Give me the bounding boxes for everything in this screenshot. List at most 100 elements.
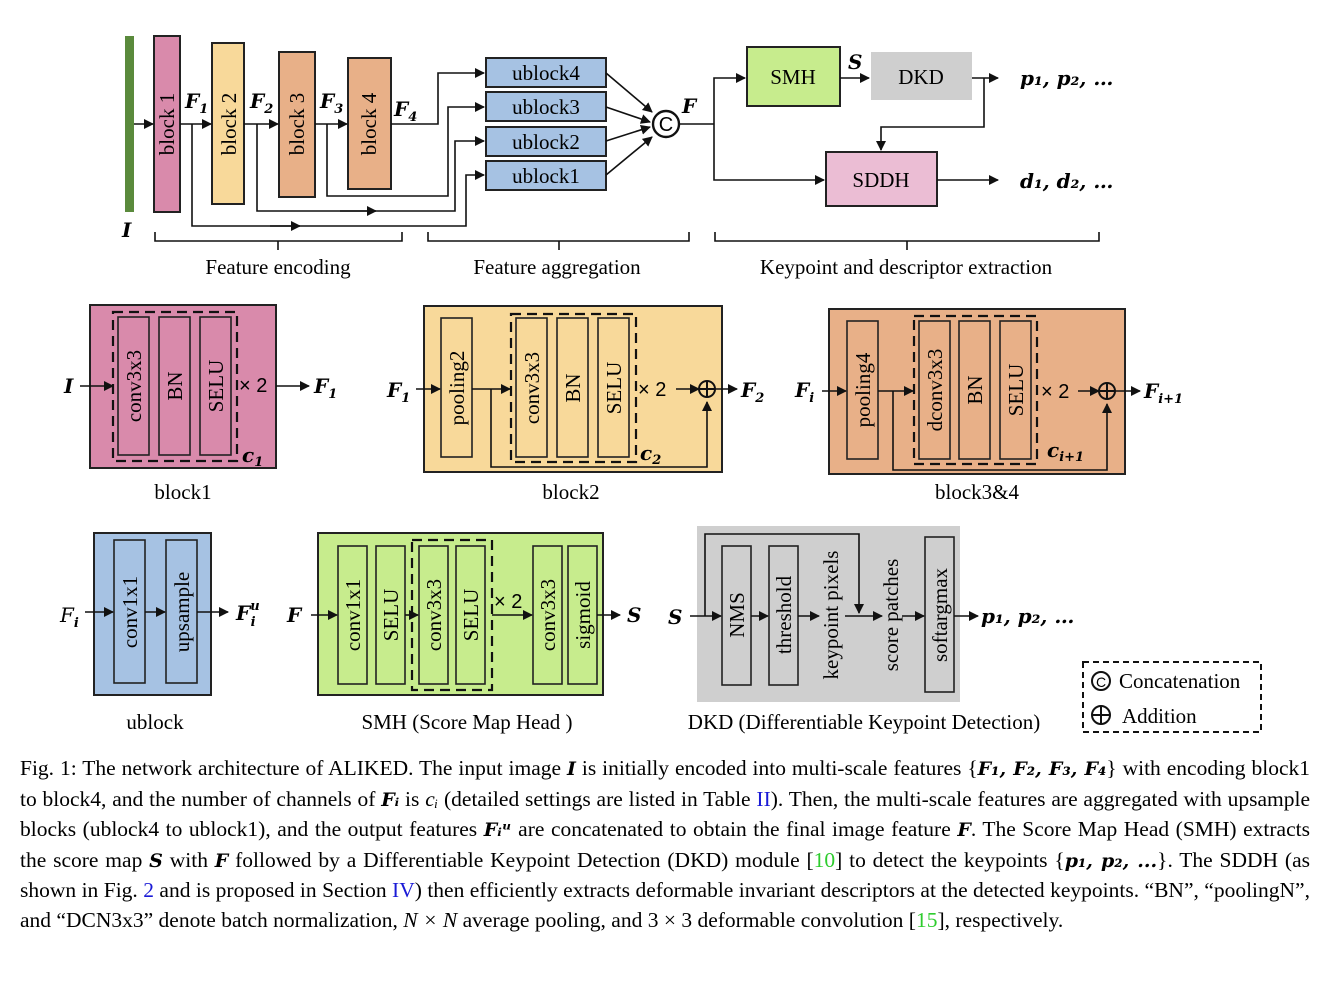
section-label-encoding: Feature encoding bbox=[205, 255, 351, 279]
legend: C Concatenation Addition bbox=[1082, 661, 1262, 733]
keypoints-output: p₁, p₂, … bbox=[1020, 66, 1113, 90]
concat-icon: C bbox=[651, 109, 681, 139]
svg-text:ublock3: ublock3 bbox=[512, 95, 580, 119]
smh-title: SMH (Score Map Head ) bbox=[361, 710, 572, 734]
citation-link-15[interactable]: 15 bbox=[915, 907, 938, 932]
svg-text:BN: BN bbox=[963, 375, 987, 404]
block34-detail: pooling4 dconv3x3 BN SELU × 2 ci+1 Fi Fi… bbox=[794, 308, 1183, 504]
svg-text:pooling4: pooling4 bbox=[851, 352, 875, 427]
svg-text:C: C bbox=[659, 114, 673, 136]
svg-text:× 2: × 2 bbox=[638, 379, 666, 401]
overview: I block 1 block 2 block 3 block 4 F1 F2 … bbox=[121, 35, 1113, 279]
svg-text:SELU: SELU bbox=[1004, 364, 1028, 417]
block34-title: block3&4 bbox=[935, 480, 1019, 504]
svg-text:× 2: × 2 bbox=[1041, 381, 1069, 403]
svg-text:× 2: × 2 bbox=[494, 591, 522, 613]
input-label: I bbox=[121, 218, 132, 242]
brace-extraction bbox=[714, 232, 1100, 250]
svg-text:ublock1: ublock1 bbox=[512, 164, 580, 188]
svg-text:× 2: × 2 bbox=[239, 375, 267, 397]
score-map-label: S bbox=[848, 50, 862, 74]
legend-item-concatenation: C Concatenation bbox=[1091, 669, 1241, 693]
block1-label: block 1 bbox=[155, 93, 179, 155]
svg-text:SMH: SMH bbox=[770, 65, 816, 89]
figure-caption: Fig. 1: The network architecture of ALIK… bbox=[20, 756, 1311, 932]
svg-text:Concatenation: Concatenation bbox=[1119, 669, 1241, 693]
svg-text:SELU: SELU bbox=[602, 362, 626, 415]
svg-text:upsample: upsample bbox=[170, 572, 194, 652]
legend-item-addition: Addition bbox=[1091, 704, 1197, 728]
svg-text:Fi+1: Fi+1 bbox=[1143, 379, 1183, 407]
table-reference-link[interactable]: II bbox=[756, 786, 771, 811]
citation-link-10[interactable]: 10 bbox=[813, 847, 836, 872]
ublock2-node: ublock2 bbox=[485, 126, 607, 157]
figure-label: Fig. 1: bbox=[20, 756, 77, 780]
section-label-aggregation: Feature aggregation bbox=[473, 255, 641, 279]
keypoint-pixels-label: keypoint pixels bbox=[819, 551, 843, 680]
svg-text:S: S bbox=[668, 605, 682, 629]
block2-label: block 2 bbox=[217, 93, 241, 155]
svg-text:p₁, p₂, …: p₁, p₂, … bbox=[981, 604, 1074, 628]
feature-label-f2: F2 bbox=[249, 89, 273, 117]
aggregated-feature-label: F bbox=[681, 94, 698, 118]
block2-box bbox=[211, 42, 245, 205]
svg-text:BN: BN bbox=[561, 373, 585, 402]
svg-text:C: C bbox=[1096, 674, 1106, 690]
svg-text:ci+1: ci+1 bbox=[1047, 438, 1084, 465]
svg-text:conv1x1: conv1x1 bbox=[118, 576, 142, 648]
block1-box bbox=[153, 35, 181, 213]
svg-text:ublock2: ublock2 bbox=[512, 130, 580, 154]
svg-text:NMS: NMS bbox=[725, 592, 749, 638]
addition-icon bbox=[698, 380, 716, 398]
svg-text:F1: F1 bbox=[313, 374, 337, 402]
score-patches-label: score patches bbox=[879, 559, 903, 672]
architecture-diagram: I block 1 block 2 block 3 block 4 F1 F2 … bbox=[59, 35, 1262, 734]
svg-text:conv3x3: conv3x3 bbox=[520, 352, 544, 424]
svg-text:Addition: Addition bbox=[1122, 704, 1197, 728]
svg-text:SELU: SELU bbox=[204, 360, 228, 413]
svg-text:threshold: threshold bbox=[772, 575, 796, 654]
figure-reference-link[interactable]: 2 bbox=[143, 878, 154, 903]
svg-text:ublock4: ublock4 bbox=[512, 61, 580, 85]
block3-box bbox=[278, 51, 316, 198]
svg-text:BN: BN bbox=[163, 371, 187, 400]
svg-text:conv1x1: conv1x1 bbox=[341, 579, 365, 651]
input-image-bar bbox=[125, 36, 134, 212]
feature-label-f1: F1 bbox=[184, 89, 208, 117]
svg-text:SELU: SELU bbox=[459, 589, 483, 642]
svg-text:SELU: SELU bbox=[379, 589, 403, 642]
addition-icon bbox=[1091, 705, 1111, 725]
svg-text:pooling2: pooling2 bbox=[445, 351, 469, 426]
feature-label-f4: F4 bbox=[393, 97, 417, 125]
ublock3-node: ublock3 bbox=[485, 91, 607, 122]
smh-node: SMH bbox=[746, 46, 841, 107]
svg-text:Fui: Fui bbox=[235, 599, 260, 630]
svg-text:conv3x3: conv3x3 bbox=[122, 350, 146, 422]
dkd-node: DKD bbox=[871, 52, 972, 100]
ublock1-node: ublock1 bbox=[485, 160, 607, 191]
block3-label: block 3 bbox=[285, 93, 309, 155]
concat-icon bbox=[1091, 671, 1111, 691]
section-label-extraction: Keypoint and descriptor extraction bbox=[760, 255, 1053, 279]
dkd-title: DKD (Differentiable Keypoint Detection) bbox=[688, 710, 1040, 734]
svg-text:Fi: Fi bbox=[794, 378, 814, 406]
svg-text:F1: F1 bbox=[386, 378, 410, 406]
ublock4-node: ublock4 bbox=[485, 57, 607, 88]
svg-text:DKD: DKD bbox=[898, 65, 944, 89]
svg-text:conv3x3: conv3x3 bbox=[536, 579, 560, 651]
section-reference-link[interactable]: IV bbox=[392, 878, 415, 903]
dkd-detail: NMS threshold softargmax keypoint pixels… bbox=[668, 526, 1074, 734]
descriptors-output: d₁, d₂, … bbox=[1020, 169, 1113, 193]
svg-text:softargmax: softargmax bbox=[928, 567, 952, 662]
ublock-title: ublock bbox=[126, 710, 184, 734]
feature-label-f3: F3 bbox=[319, 89, 343, 117]
block1-title: block1 bbox=[154, 480, 211, 504]
block4-label: block 4 bbox=[357, 92, 381, 155]
block2-title: block2 bbox=[542, 480, 599, 504]
svg-text:c1: c1 bbox=[242, 443, 263, 470]
block1-detail: conv3x3 BN SELU × 2 c1 I F1 block1 bbox=[63, 304, 337, 504]
smh-detail: conv1x1 SELU conv3x3 SELU conv3x3 sigmoi… bbox=[286, 532, 641, 734]
svg-text:SDDH: SDDH bbox=[852, 168, 909, 192]
svg-text:Fi: Fi bbox=[59, 603, 79, 631]
